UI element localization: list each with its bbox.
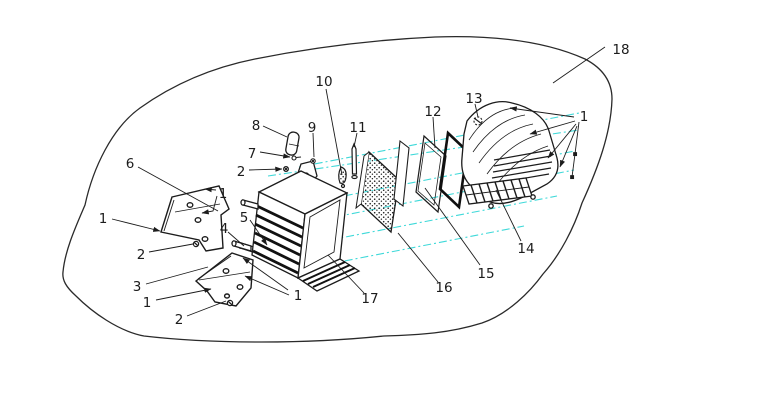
callout-part-1-left: 1	[99, 211, 108, 227]
leader-8	[262, 125, 288, 138]
end-cover-part-14	[461, 101, 559, 209]
leader-16	[397, 232, 439, 283]
screw-part-2-upper	[192, 240, 200, 248]
leader-2-housing	[248, 166, 283, 172]
leader-12	[432, 116, 436, 149]
leader-lines	[111, 46, 606, 317]
enclosure-outline	[62, 36, 613, 343]
callout-part-13: 13	[465, 91, 482, 107]
screw-part-2-lower	[226, 299, 234, 307]
callout-part-10: 10	[315, 74, 332, 90]
callout-part-18: 18	[612, 42, 629, 58]
pin-part-11	[351, 142, 358, 180]
leader-14	[495, 189, 522, 242]
leader-2-lower	[186, 300, 227, 317]
leader-1-bracket6-b	[201, 195, 218, 215]
leader-17	[327, 254, 365, 294]
callout-part-3: 3	[133, 279, 142, 295]
callout-part-11: 11	[349, 120, 366, 136]
callout-part-2-lower: 2	[175, 312, 184, 328]
bracket-hole	[201, 235, 209, 242]
leader-9	[312, 132, 315, 158]
housing-inlet-stud-lower-cap	[231, 240, 237, 247]
leader-2-upper	[148, 243, 194, 253]
leader-11	[353, 132, 358, 148]
upper-bracket-bend-line	[174, 203, 221, 213]
callout-part-17: 17	[361, 291, 378, 307]
leader-18	[552, 46, 606, 84]
leader-1-center-a	[242, 257, 289, 291]
cover-body	[461, 101, 559, 205]
callout-part-8: 8	[252, 118, 261, 134]
leader-4	[227, 231, 245, 247]
leader-1-fan-ray	[509, 106, 575, 118]
leader-1-fan-ray	[547, 123, 577, 159]
cover-tray-ribs	[465, 178, 530, 204]
leader-10	[325, 88, 343, 176]
leader-6	[137, 166, 219, 212]
leader-1-fan-tick	[573, 152, 578, 157]
bracket-hole	[223, 293, 231, 299]
leader-1-center-b	[244, 275, 290, 296]
callout-part-14: 14	[517, 241, 534, 257]
callout-part-1-bracket6: 1	[219, 186, 228, 202]
leader-1-fan-ray	[529, 120, 576, 135]
lower-bracket-thickness-edge	[197, 255, 232, 280]
cover-foot-nub	[530, 194, 536, 200]
callout-part-7: 7	[248, 146, 257, 162]
callout-part-1-right: 1	[580, 109, 589, 125]
bracket-hole	[236, 284, 244, 291]
bracket-hole	[222, 268, 230, 275]
leader-15	[424, 187, 481, 266]
gasket-frame-part-12	[438, 130, 469, 210]
callout-part-1-lower: 1	[143, 295, 152, 311]
leader-13	[474, 103, 479, 118]
filter-housing-part-17	[231, 160, 361, 292]
leader-5	[249, 219, 268, 246]
screw-part-7	[291, 155, 302, 161]
leader-1-lower	[155, 287, 212, 301]
callout-part-1-center: 1	[294, 288, 303, 304]
callout-part-4: 4	[220, 221, 229, 237]
callout-part-6: 6	[126, 156, 135, 172]
upper-bracket-thickness-edge	[163, 199, 175, 232]
leader-1-fan-ray	[559, 125, 578, 168]
leader-1-bracket6-a	[204, 187, 217, 193]
grommet-part-10	[338, 166, 347, 189]
housing-open-frame-inner	[303, 199, 341, 269]
bracket-hole	[194, 216, 202, 223]
screw-part-2-housing	[283, 166, 289, 172]
callout-part-5: 5	[240, 210, 249, 226]
callout-part-2-upper: 2	[137, 247, 146, 263]
callout-part-16: 16	[435, 280, 452, 296]
projection-line	[328, 225, 525, 265]
screen-frame-outer	[415, 134, 447, 214]
leader-3	[145, 266, 209, 285]
callout-part-9: 9	[308, 120, 317, 136]
lower-bracket-part-3	[194, 252, 254, 307]
callout-part-15: 15	[477, 266, 494, 282]
foam-filter-part-16	[355, 150, 400, 234]
housing-louver-fins	[252, 204, 304, 275]
screen-frame-inner	[417, 142, 442, 206]
housing-inlet-stud-upper-cap	[240, 199, 246, 206]
callout-part-2-housing: 2	[237, 164, 246, 180]
bolt-part-9	[310, 158, 316, 164]
cover-foot-nub	[488, 203, 494, 209]
leader-7	[259, 151, 291, 159]
leader-1-left	[111, 218, 161, 232]
bracket-hole	[186, 201, 194, 208]
filter-screen-part-15	[393, 134, 447, 214]
callout-part-12: 12	[424, 104, 441, 120]
rubber-cap-part-8	[285, 131, 300, 156]
leader-1-fan-tick	[570, 175, 575, 180]
upper-bracket-part-6	[160, 185, 230, 252]
lower-bracket-bend-line	[198, 271, 251, 281]
screen-edge-slab	[393, 139, 410, 208]
